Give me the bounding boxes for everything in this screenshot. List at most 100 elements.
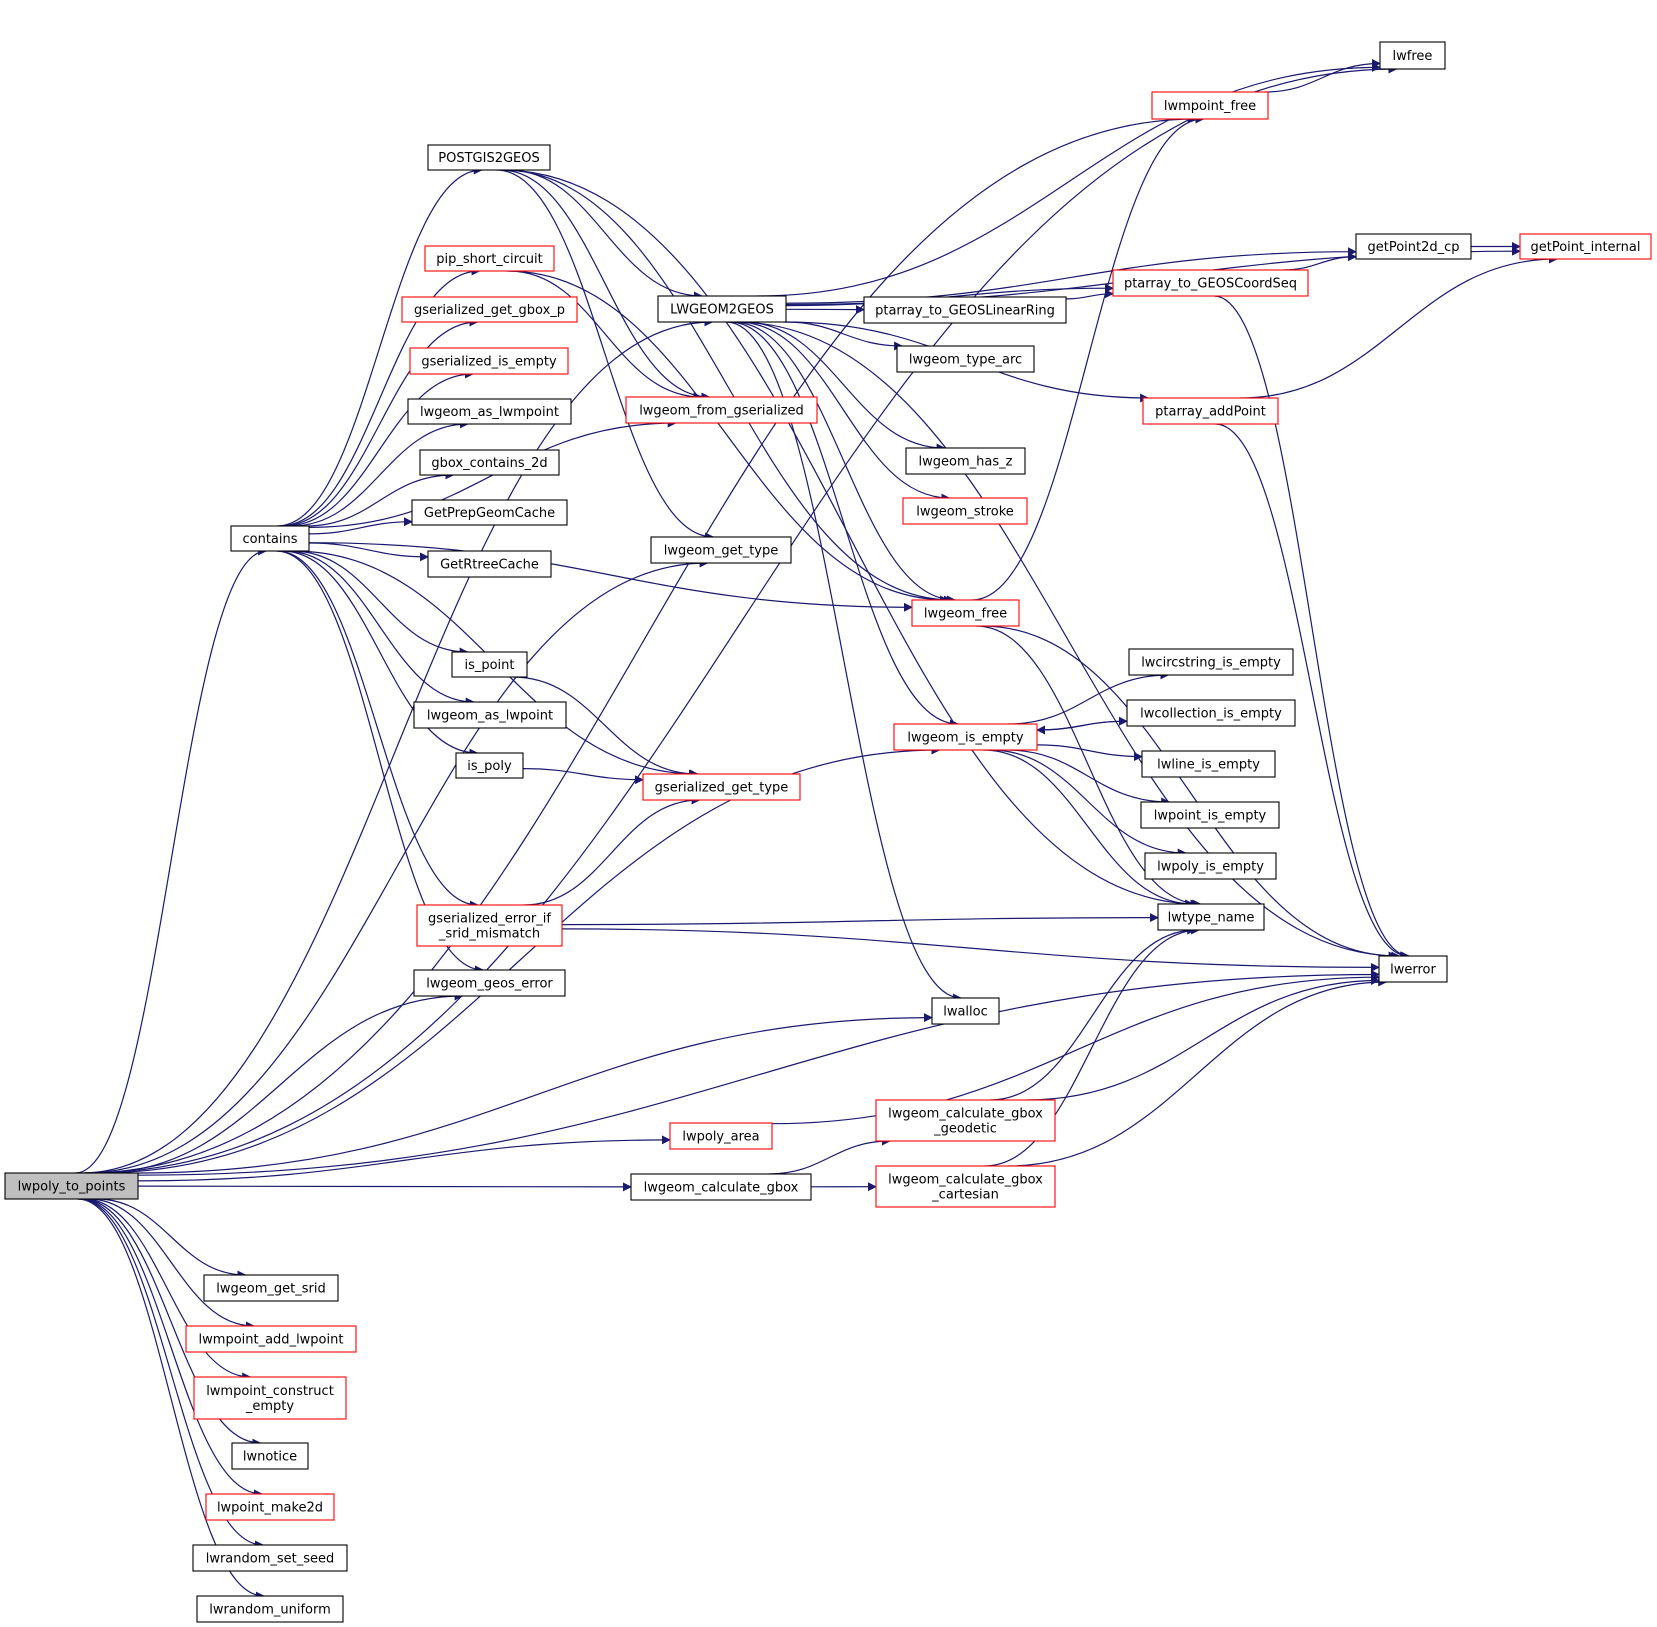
edge-lwpoly_to_points-to-lwgeom_calculate_gbox [137, 1182, 632, 1192]
node-box [231, 1442, 309, 1470]
node-lwgeom_type_arc[interactable]: lwgeom_type_arc [896, 345, 1035, 373]
edge-lwgeom_calculate_gbox-to-lwgeom_calculate_gbox_geodetic [768, 1136, 891, 1175]
edge-lwgeom_calculate_gbox_geodetic-to-lwtype_name [990, 925, 1197, 1101]
node-lwgeom_calculate_gbox_cartesian[interactable]: lwgeom_calculate_gbox_cartesian [875, 1165, 1056, 1208]
node-lwpoint_make2d[interactable]: lwpoint_make2d [205, 1493, 335, 1521]
node-label: getPoint2d_cp [1367, 240, 1459, 255]
node-lwgeom_free[interactable]: lwgeom_free [911, 599, 1020, 627]
edge-LWGEOM2GEOS-to-lwgeom_has_z [742, 321, 946, 453]
node-lwline_is_empty[interactable]: lwline_is_empty [1141, 750, 1276, 778]
node-box [427, 144, 551, 171]
node-label: _cartesian [931, 1188, 999, 1203]
node-lwpoint_is_empty[interactable]: lwpoint_is_empty [1140, 801, 1280, 829]
node-lwnotice[interactable]: lwnotice [231, 1442, 309, 1470]
node-box [401, 296, 578, 323]
node-label: is_poly [467, 759, 512, 774]
node-box [642, 773, 801, 801]
edge-lwgeom_is_empty-to-lwpoint_is_empty [1006, 749, 1171, 807]
node-lwerror[interactable]: lwerror [1378, 955, 1448, 983]
edge-contains-to-GetPrepGeomCache [308, 517, 413, 535]
node-lwpoly_is_empty[interactable]: lwpoly_is_empty [1144, 852, 1277, 880]
node-lwgeom_get_srid[interactable]: lwgeom_get_srid [203, 1274, 339, 1302]
node-lwgeom_calculate_gbox_geodetic[interactable]: lwgeom_calculate_gbox_geodetic [875, 1099, 1056, 1142]
node-LWGEOM2GEOS[interactable]: LWGEOM2GEOS [657, 295, 787, 323]
node-gserialized_get_gbox_p[interactable]: gserialized_get_gbox_p [401, 296, 578, 323]
edge-contains-to-GetRtreeCache [308, 542, 429, 562]
node-label: ptarray_addPoint [1155, 405, 1266, 420]
node-box [1157, 903, 1265, 931]
node-label: lwpoly_to_points [18, 1180, 126, 1195]
node-GetPrepGeomCache[interactable]: GetPrepGeomCache [411, 499, 568, 526]
node-box [902, 497, 1028, 525]
edge-lwgeom_is_empty-to-lwcircstring_is_empty [1008, 670, 1170, 725]
node-is_poly[interactable]: is_poly [455, 752, 524, 779]
node-lwgeom_stroke[interactable]: lwgeom_stroke [902, 497, 1028, 525]
edge-LWGEOM2GEOS-to-lwgeom_free [732, 321, 956, 605]
node-gbox_contains_2d[interactable]: gbox_contains_2d [419, 449, 560, 476]
node-ptarray_to_GEOSCoordSeq[interactable]: ptarray_to_GEOSCoordSeq [1112, 269, 1309, 297]
node-lwmpoint_free[interactable]: lwmpoint_free [1151, 91, 1269, 120]
node-lwgeom_is_empty[interactable]: lwgeom_is_empty [893, 723, 1038, 751]
node-lwgeom_as_lwpoint[interactable]: lwgeom_as_lwpoint [413, 701, 567, 729]
node-lwgeom_as_lwmpoint[interactable]: lwgeom_as_lwmpoint [407, 398, 572, 425]
node-lwpoly_to_points[interactable]: lwpoly_to_points [4, 1172, 139, 1200]
node-pip_short_circuit[interactable]: pip_short_circuit [424, 245, 555, 272]
node-box [669, 1122, 773, 1150]
node-lwtype_name[interactable]: lwtype_name [1157, 903, 1265, 931]
node-label: gserialized_is_empty [421, 355, 557, 370]
node-lwcollection_is_empty[interactable]: lwcollection_is_empty [1126, 699, 1296, 727]
node-getPoint2d_cp[interactable]: getPoint2d_cp [1355, 233, 1472, 260]
node-lwrandom_set_seed[interactable]: lwrandom_set_seed [192, 1544, 348, 1572]
node-contains[interactable]: contains [230, 525, 310, 552]
edge-pip_short_circuit-to-lwgeom_from_gserialized [508, 270, 703, 402]
edge-lwpoly_to_points-to-lwnotice [81, 1198, 262, 1448]
node-label: lwgeom_geos_error [426, 977, 553, 992]
node-box [196, 1595, 344, 1623]
edge-lwpoly_to_points-to-lwmpoint_construct_empty [83, 1198, 252, 1382]
node-label: lwgeom_as_lwmpoint [420, 405, 559, 420]
node-label: lwgeom_get_type [664, 544, 779, 559]
node-box [1378, 955, 1448, 983]
node-label: lwgeom_from_gserialized [639, 404, 804, 419]
node-label: POSTGIS2GEOS [438, 151, 539, 166]
edge-lwpoly_to_points-to-lwpoint_make2d [79, 1198, 263, 1499]
node-label: lwgeom_calculate_gbox [888, 1107, 1043, 1122]
node-POSTGIS2GEOS[interactable]: POSTGIS2GEOS [427, 144, 551, 171]
node-box [657, 295, 787, 323]
node-box [4, 1172, 139, 1200]
node-label: lwgeom_calculate_gbox [644, 1181, 799, 1196]
edge-lwpoly_to_points-to-lwgeom_is_empty [97, 745, 941, 1174]
node-lwgeom_from_gserialized[interactable]: lwgeom_from_gserialized [625, 396, 818, 424]
node-label: lwpoly_area [682, 1130, 759, 1145]
nodes-layer: lwpoly_to_pointscontainslwgeom_get_sridl… [4, 41, 1652, 1623]
node-gserialized_get_type[interactable]: gserialized_get_type [642, 773, 801, 801]
node-lwgeom_calculate_gbox[interactable]: lwgeom_calculate_gbox [630, 1173, 812, 1201]
node-lwmpoint_construct_empty[interactable]: lwmpoint_construct_empty [193, 1376, 347, 1420]
node-label: contains [242, 532, 297, 547]
edge-LWGEOM2GEOS-to-lwgeom_type_arc [785, 321, 904, 351]
node-gserialized_error_if_srid_mismatch[interactable]: gserialized_error_if_srid_mismatch [416, 904, 563, 947]
node-lwcircstring_is_empty[interactable]: lwcircstring_is_empty [1128, 648, 1294, 676]
edge-lwpoly_to_points-to-lwpoly_area [137, 1135, 671, 1182]
edge-lwpoly_to_points-to-lwmpoint_add_lwpoint [88, 1198, 255, 1331]
node-lwfree[interactable]: lwfree [1379, 41, 1446, 70]
node-is_point[interactable]: is_point [451, 651, 528, 678]
node-lwmpoint_add_lwpoint[interactable]: lwmpoint_add_lwpoint [185, 1325, 357, 1353]
node-lwrandom_uniform[interactable]: lwrandom_uniform [196, 1595, 344, 1623]
node-lwgeom_get_type[interactable]: lwgeom_get_type [650, 536, 792, 564]
node-ptarray_to_GEOSLinearRing[interactable]: ptarray_to_GEOSLinearRing [863, 296, 1067, 324]
node-gserialized_is_empty[interactable]: gserialized_is_empty [409, 347, 569, 375]
node-box [863, 296, 1067, 324]
node-lwpoly_area[interactable]: lwpoly_area [669, 1122, 773, 1150]
node-label: gserialized_error_if [428, 912, 551, 927]
edge-lwpoly_to_points-to-lwrandom_uniform [77, 1198, 265, 1601]
node-GetRtreeCache[interactable]: GetRtreeCache [427, 550, 552, 578]
edge-POSTGIS2GEOS-to-lwgeom_get_type [496, 169, 715, 542]
node-lwalloc[interactable]: lwalloc [931, 997, 1000, 1025]
node-label: lwpoly_is_empty [1157, 860, 1264, 875]
node-lwgeom_geos_error[interactable]: lwgeom_geos_error [413, 969, 566, 997]
edge-lwgeom_is_empty-to-lwline_is_empty [1036, 744, 1143, 762]
node-ptarray_addPoint[interactable]: ptarray_addPoint [1142, 397, 1279, 425]
node-lwgeom_has_z[interactable]: lwgeom_has_z [905, 447, 1026, 475]
node-getPoint_internal[interactable]: getPoint_internal [1519, 233, 1652, 260]
